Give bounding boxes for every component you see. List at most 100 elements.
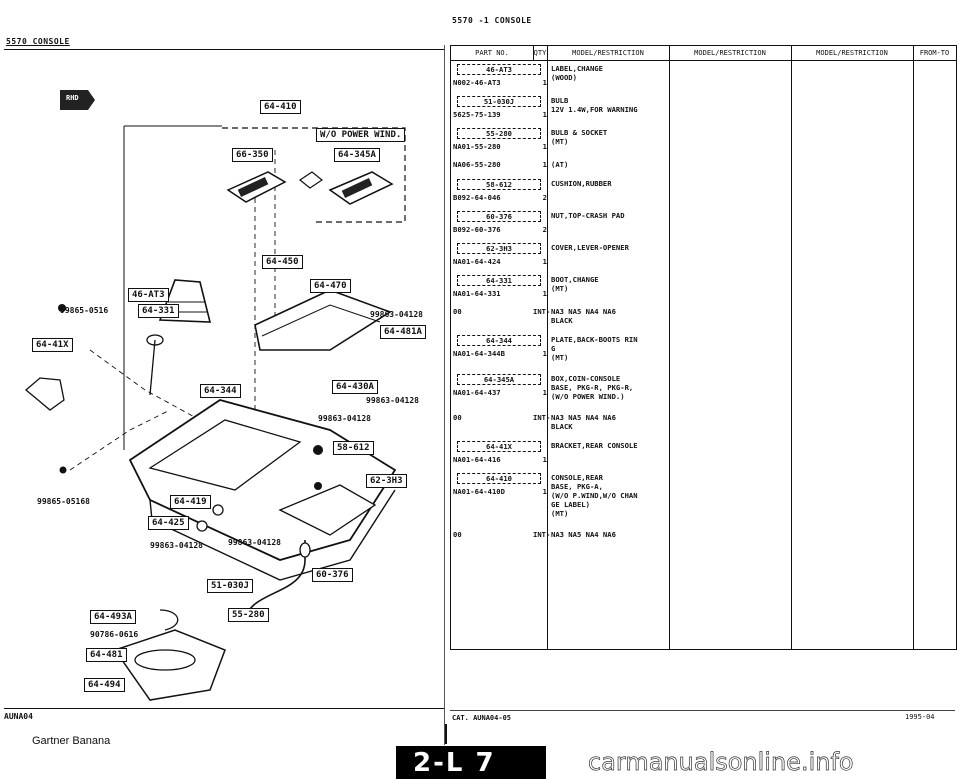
- row-description: CONSOLE,REAR BASE, PKG-A, (W/O P.WIND,W/…: [551, 473, 638, 518]
- callout-64-425: 64-425: [148, 516, 189, 530]
- row-part-no: NA01-64-416: [453, 455, 501, 464]
- part-number-label: 99863-04128: [370, 310, 423, 319]
- part-number-label: 99863-04128: [228, 538, 281, 547]
- row-description: PLATE,BACK-BOOTS RIN G (MT): [551, 335, 638, 362]
- row-description: BOOT,CHANGE (MT): [551, 275, 599, 293]
- row-qty: 1: [542, 257, 547, 266]
- part-number-label: 90786-0616: [90, 630, 139, 639]
- callout-64-494: 64-494: [84, 678, 125, 692]
- callout-64-41x: 64-41X: [32, 338, 73, 352]
- row-part-no: NA01-64-331: [453, 289, 501, 298]
- row-qty: 1: [542, 289, 547, 298]
- row-part-no: N002-46-AT3: [453, 78, 501, 87]
- callout-64-331: 64-331: [138, 304, 179, 318]
- row-qty: INT-: [533, 413, 551, 422]
- row-part-no: NA01-64-344B: [453, 349, 505, 358]
- part-number-label: 99863-04128: [366, 396, 419, 405]
- row-callout-box: 51-030J: [457, 96, 541, 107]
- callout-58-612: 58-612: [333, 441, 374, 455]
- callout-64-481a: 64-481A: [380, 325, 426, 339]
- callout-64-344: 64-344: [200, 384, 241, 398]
- row-callout-box: 64-331: [457, 275, 541, 286]
- row-qty: 2: [542, 225, 547, 234]
- page-banner-text: 2-L 7: [413, 748, 496, 778]
- row-qty: INT-: [533, 530, 551, 539]
- col-header-part-no: PART NO.: [451, 46, 534, 60]
- watermark-text: carmanualsonline.info: [588, 748, 854, 777]
- row-part-no: NA01-64-437: [453, 388, 501, 397]
- col-header-from-to: FROM-TO: [919, 49, 950, 57]
- callout-64-450: 64-450: [262, 255, 303, 269]
- callout-64-470: 64-470: [310, 279, 351, 293]
- row-callout-box: 58-612: [457, 179, 541, 190]
- row-description: NA3 NA5 NA4 NA6 BLACK: [551, 413, 616, 431]
- row-description: NA3 NA5 NA4 NA6 BLACK: [551, 307, 616, 325]
- row-description: CUSHION,RUBBER: [551, 179, 612, 188]
- col-rule: [791, 46, 792, 649]
- row-callout-box: 64-41X: [457, 441, 541, 452]
- row-qty: 1: [542, 487, 547, 496]
- page-top-title: 5570 -1 CONSOLE: [452, 16, 532, 25]
- row-description: NUT,TOP-CRASH PAD: [551, 211, 625, 220]
- row-description: BOX,COIN-CONSOLE BASE, PKG-R, PKG-R, (W/…: [551, 374, 634, 401]
- row-part-no: 00: [453, 530, 462, 539]
- row-callout-box: 46-AT3: [457, 64, 541, 75]
- callout-60-376: 60-376: [312, 568, 353, 582]
- row-callout-box: 60-376: [457, 211, 541, 222]
- row-description: BULB & SOCKET (MT): [551, 128, 608, 146]
- row-part-no: NA01-64-410D: [453, 487, 505, 496]
- row-description: COVER,LEVER-OPENER: [551, 243, 629, 252]
- bottom-left-code: AUNA04: [4, 712, 33, 721]
- date-code: 1995-04: [905, 713, 935, 721]
- page-banner: [396, 746, 546, 779]
- row-qty: 1: [542, 142, 547, 151]
- row-callout-box: 62-3H3: [457, 243, 541, 254]
- col-header-qty: QTY: [533, 46, 548, 60]
- center-divider: [444, 45, 445, 745]
- credit: Gartner Banana: [32, 735, 111, 747]
- row-qty: 1: [542, 349, 547, 358]
- row-description: BULB 12V 1.4W,FOR WARNING: [551, 96, 638, 114]
- section-title: 5570 CONSOLE: [6, 37, 70, 46]
- col-header-model-1: MODEL/RESTRICTION: [547, 46, 670, 60]
- row-description: (AT): [551, 160, 569, 169]
- row-description: LABEL,CHANGE (WOOD): [551, 64, 603, 82]
- row-part-no: NA06-55-280: [453, 160, 501, 169]
- part-number-label: 99865-05168: [37, 497, 90, 506]
- row-description: NA3 NA5 NA4 NA6: [551, 530, 616, 539]
- row-part-no: 5625-75-139: [453, 110, 501, 119]
- callout-46-at3: 46-AT3: [128, 288, 169, 302]
- row-part-no: B092-60-376: [453, 225, 501, 234]
- callout-64-419: 64-419: [170, 495, 211, 509]
- row-callout-box: 64-345A: [457, 374, 541, 385]
- col-header-model-3: MODEL/RESTRICTION: [791, 46, 914, 60]
- callout-51-030j: 51-030J: [207, 579, 253, 593]
- callout-64-430a: 64-430A: [332, 380, 378, 394]
- row-qty: 1: [542, 160, 547, 169]
- footer-rule: [4, 708, 444, 709]
- col-rule: [913, 46, 914, 649]
- col-header-model-2: MODEL/RESTRICTION: [669, 46, 792, 60]
- col-rule: [547, 46, 548, 649]
- col-rule: [669, 46, 670, 649]
- callout-64-481: 64-481: [86, 648, 127, 662]
- row-part-no: NA01-64-424: [453, 257, 501, 266]
- footer-rule-right: [450, 710, 955, 711]
- rhd-label: RHD: [66, 94, 79, 102]
- row-qty: 1: [542, 455, 547, 464]
- row-qty: 1: [542, 388, 547, 397]
- row-part-no: 00: [453, 307, 462, 316]
- section-underline: [4, 49, 444, 50]
- row-callout-box: 64-344: [457, 335, 541, 346]
- callout-66-350: 66-350: [232, 148, 273, 162]
- part-number-label: 99865-0516: [60, 306, 109, 315]
- row-qty: INT-: [533, 307, 551, 316]
- callout-wo-power-wind: W/O POWER WIND.: [316, 128, 406, 142]
- cat-label: CAT. AUNA04-05: [452, 714, 512, 722]
- row-part-no: 00: [453, 413, 462, 422]
- row-qty: 1: [542, 78, 547, 87]
- header-rule: [451, 60, 956, 61]
- parts-table: PART NO. QTY MODEL/RESTRICTION MODEL/RES…: [450, 45, 957, 650]
- row-description: BRACKET,REAR CONSOLE: [551, 441, 638, 450]
- callout-55-280: 55-280: [228, 608, 269, 622]
